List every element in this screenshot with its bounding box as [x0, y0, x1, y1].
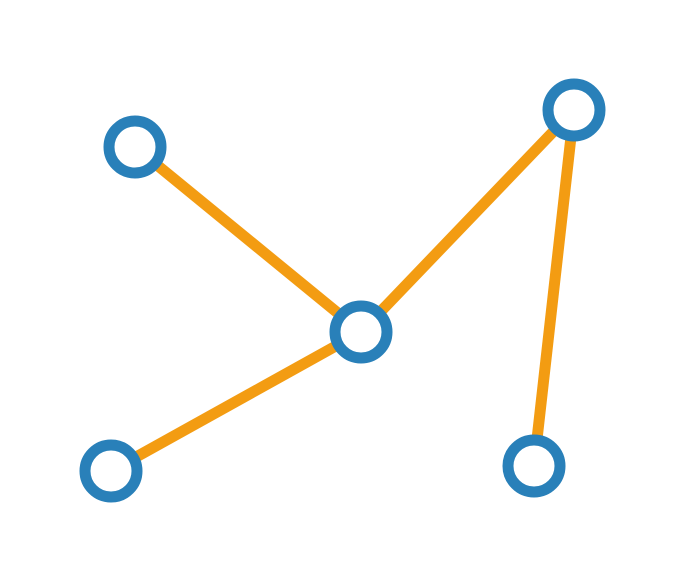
- node-bottom-left: [79, 439, 143, 503]
- edge-top-right-bottom-right: [528, 109, 580, 467]
- node-center: [329, 300, 393, 364]
- node-top-left: [103, 115, 167, 179]
- edges-layer: [108, 106, 580, 476]
- node-bottom-right: [502, 434, 566, 498]
- edge-top-left-center: [131, 142, 365, 337]
- node-top-right: [542, 78, 606, 142]
- edge-center-bottom-left: [108, 327, 364, 476]
- nodes-layer: [79, 78, 606, 503]
- edge-center-top-right: [357, 106, 578, 336]
